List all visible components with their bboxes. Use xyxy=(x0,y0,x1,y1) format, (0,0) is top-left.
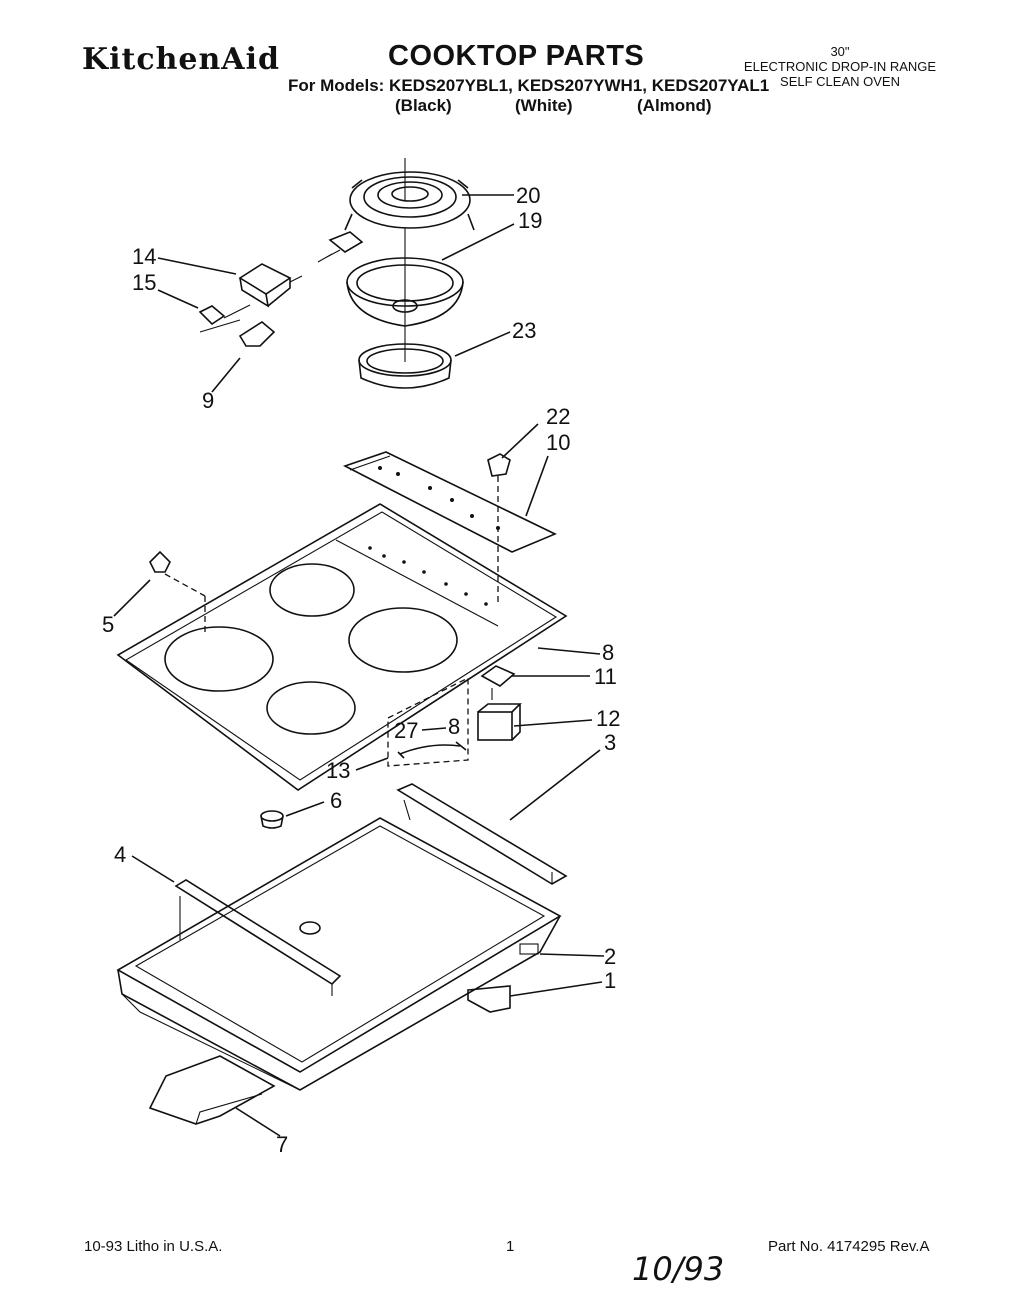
range-feature: SELF CLEAN OVEN xyxy=(780,74,900,89)
bracket xyxy=(396,783,568,885)
terminal-block xyxy=(198,263,303,347)
callout-8b: 8 xyxy=(448,714,460,739)
page-title: COOKTOP PARTS xyxy=(388,40,645,72)
callout-20: 20 xyxy=(516,183,540,208)
callout-labels: 20 19 14 15 23 9 22 10 5 8 11 12 27 8 3 … xyxy=(102,183,620,1157)
side-bracket xyxy=(467,985,511,1013)
range-size: 30" xyxy=(830,44,850,59)
callout-10: 10 xyxy=(546,430,570,455)
color-almond: (Almond) xyxy=(637,96,712,115)
callout-27: 27 xyxy=(394,718,418,743)
handwritten-date: 10/93 xyxy=(632,1250,725,1288)
models-line: For Models: KEDS207YBL1, KEDS207YWH1, KE… xyxy=(288,76,770,95)
callout-2: 2 xyxy=(604,944,616,969)
grommet xyxy=(260,810,284,829)
infinite-switch xyxy=(477,665,522,741)
surface-element xyxy=(317,158,475,263)
callout-22: 22 xyxy=(546,404,570,429)
callout-6: 6 xyxy=(330,788,342,813)
cooktop-glass xyxy=(116,503,568,791)
callout-4: 4 xyxy=(114,842,126,867)
color-white: (White) xyxy=(515,96,573,115)
callout-8: 8 xyxy=(602,640,614,665)
callout-1: 1 xyxy=(604,968,616,993)
trim-ring xyxy=(358,343,452,389)
support-rail xyxy=(174,879,342,996)
page-number: 1 xyxy=(506,1238,515,1255)
callout-9: 9 xyxy=(202,388,214,413)
burner-box xyxy=(116,817,562,1091)
range-type: ELECTRONIC DROP-IN RANGE xyxy=(743,59,937,74)
callout-12: 12 xyxy=(596,706,620,731)
callout-5: 5 xyxy=(102,612,114,637)
callout-14: 14 xyxy=(132,244,156,269)
callout-11: 11 xyxy=(594,664,617,689)
part-number: Part No. 4174295 Rev.A xyxy=(768,1238,930,1255)
drip-bowl xyxy=(346,228,464,362)
callout-7: 7 xyxy=(276,1132,288,1157)
color-black: (Black) xyxy=(395,96,452,115)
control-panel-strip xyxy=(342,451,557,602)
callout-23: 23 xyxy=(512,318,536,343)
range-description: 30" ELECTRONIC DROP-IN RANGE SELF CLEAN … xyxy=(732,44,948,89)
callout-19: 19 xyxy=(518,208,542,233)
litho-note: 10-93 Litho in U.S.A. xyxy=(84,1238,223,1255)
callout-15: 15 xyxy=(132,270,156,295)
callout-3: 3 xyxy=(604,730,616,755)
brand-logo: KitchenAid xyxy=(82,42,280,77)
leader-lines xyxy=(113,194,605,1137)
wire-harness-group xyxy=(387,676,469,767)
front-trim xyxy=(148,1055,276,1125)
callout-13: 13 xyxy=(326,758,350,783)
